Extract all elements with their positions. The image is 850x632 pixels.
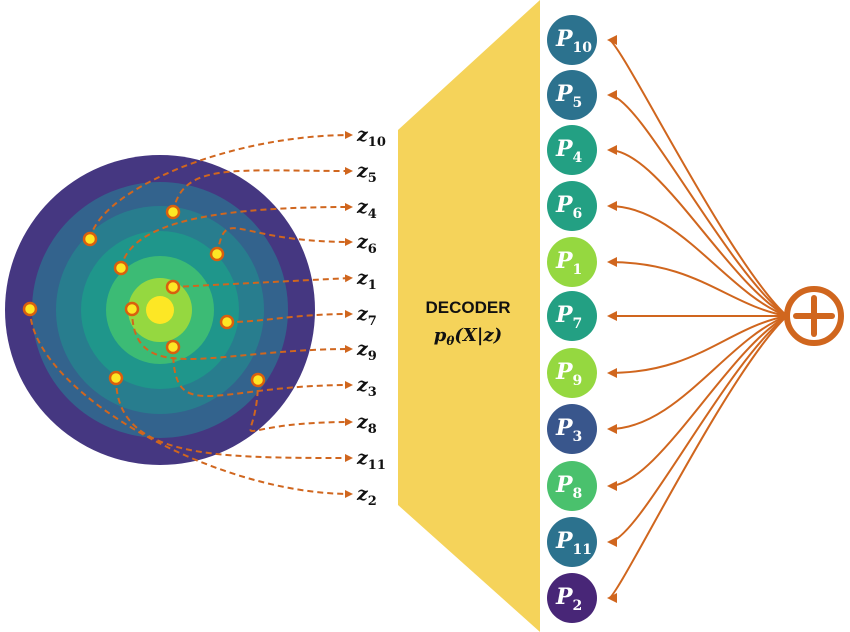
latent-label: z11 [356,447,386,473]
output-node [547,291,597,341]
latent-point [108,370,124,386]
output-label: P11 [555,528,592,558]
latent-label: z8 [356,411,377,437]
output-node [547,70,597,120]
combine-arrow [607,315,788,434]
latent-sample-points [22,204,266,388]
latent-label: z6 [356,231,377,257]
output-label: P7 [555,302,582,332]
output-label: P4 [555,136,583,166]
output-label: P6 [555,192,582,222]
latent-mapping-line [131,308,353,360]
combine-arrow [607,90,788,317]
latent-point [219,314,235,330]
combine-arrow [607,145,788,317]
latent-label: z9 [356,338,377,364]
latent-mapping-line [172,346,353,397]
latent-labels: z10 z5 z4 z6 z1 z7 z9 z3 z8 z11 z2 [356,124,386,509]
formula-theta: θ [446,334,454,348]
latent-mapping-line [120,203,353,269]
latent-point [165,204,181,220]
latent-mapping-lines [29,131,353,498]
combine-oplus-icon [784,286,844,346]
output-node [547,15,597,65]
output-node [547,404,597,454]
latent-point [82,231,98,247]
formula-args: (X|z) [454,325,502,346]
latent-point [209,246,225,262]
formula-p: p [434,325,447,346]
output-node [547,461,597,511]
combine-arrow [607,315,788,547]
output-label: P3 [555,415,582,445]
latent-mapping-line [226,310,353,323]
latent-label: z1 [356,267,377,293]
latent-mapping-line [29,308,353,498]
combine-arrow [607,315,788,603]
latent-label: z7 [356,303,377,329]
latent-label: z10 [356,124,386,150]
combine-arrow [607,201,788,317]
latent-label: z4 [356,196,377,222]
output-node [547,125,597,175]
combine-arrows [607,35,788,603]
combine-arrow [607,35,788,317]
latent-mapping-line [89,131,353,240]
latent-point [124,301,140,317]
output-node [547,181,597,231]
latent-label: z3 [356,374,377,400]
latent-point [165,279,181,295]
latent-space-disc [5,155,315,465]
output-label: P8 [555,472,582,502]
output-node [547,517,597,567]
latent-mapping-line [249,379,353,432]
output-label: P2 [555,584,582,614]
latent-label: z2 [356,483,377,509]
decoder-formula: pθ(X|z) [434,325,502,348]
latent-ring [146,296,174,324]
latent-point [113,260,129,276]
latent-point [250,372,266,388]
latent-label: z5 [356,160,377,186]
combine-arrow [607,315,788,378]
decoder-title: DECODER [425,298,510,317]
output-label: P10 [555,26,592,56]
latent-mapping-line [115,377,353,462]
output-label: P1 [555,248,582,278]
output-node [547,573,597,623]
combine-arrow [607,257,788,317]
output-node [547,348,597,398]
output-label: P5 [555,81,582,111]
decoder-block [398,0,540,632]
output-node [547,237,597,287]
latent-mapping-line [216,227,353,255]
output-label: P9 [555,359,582,389]
latent-point [165,339,181,355]
latent-point [22,301,38,317]
combine-arrow [607,315,788,491]
